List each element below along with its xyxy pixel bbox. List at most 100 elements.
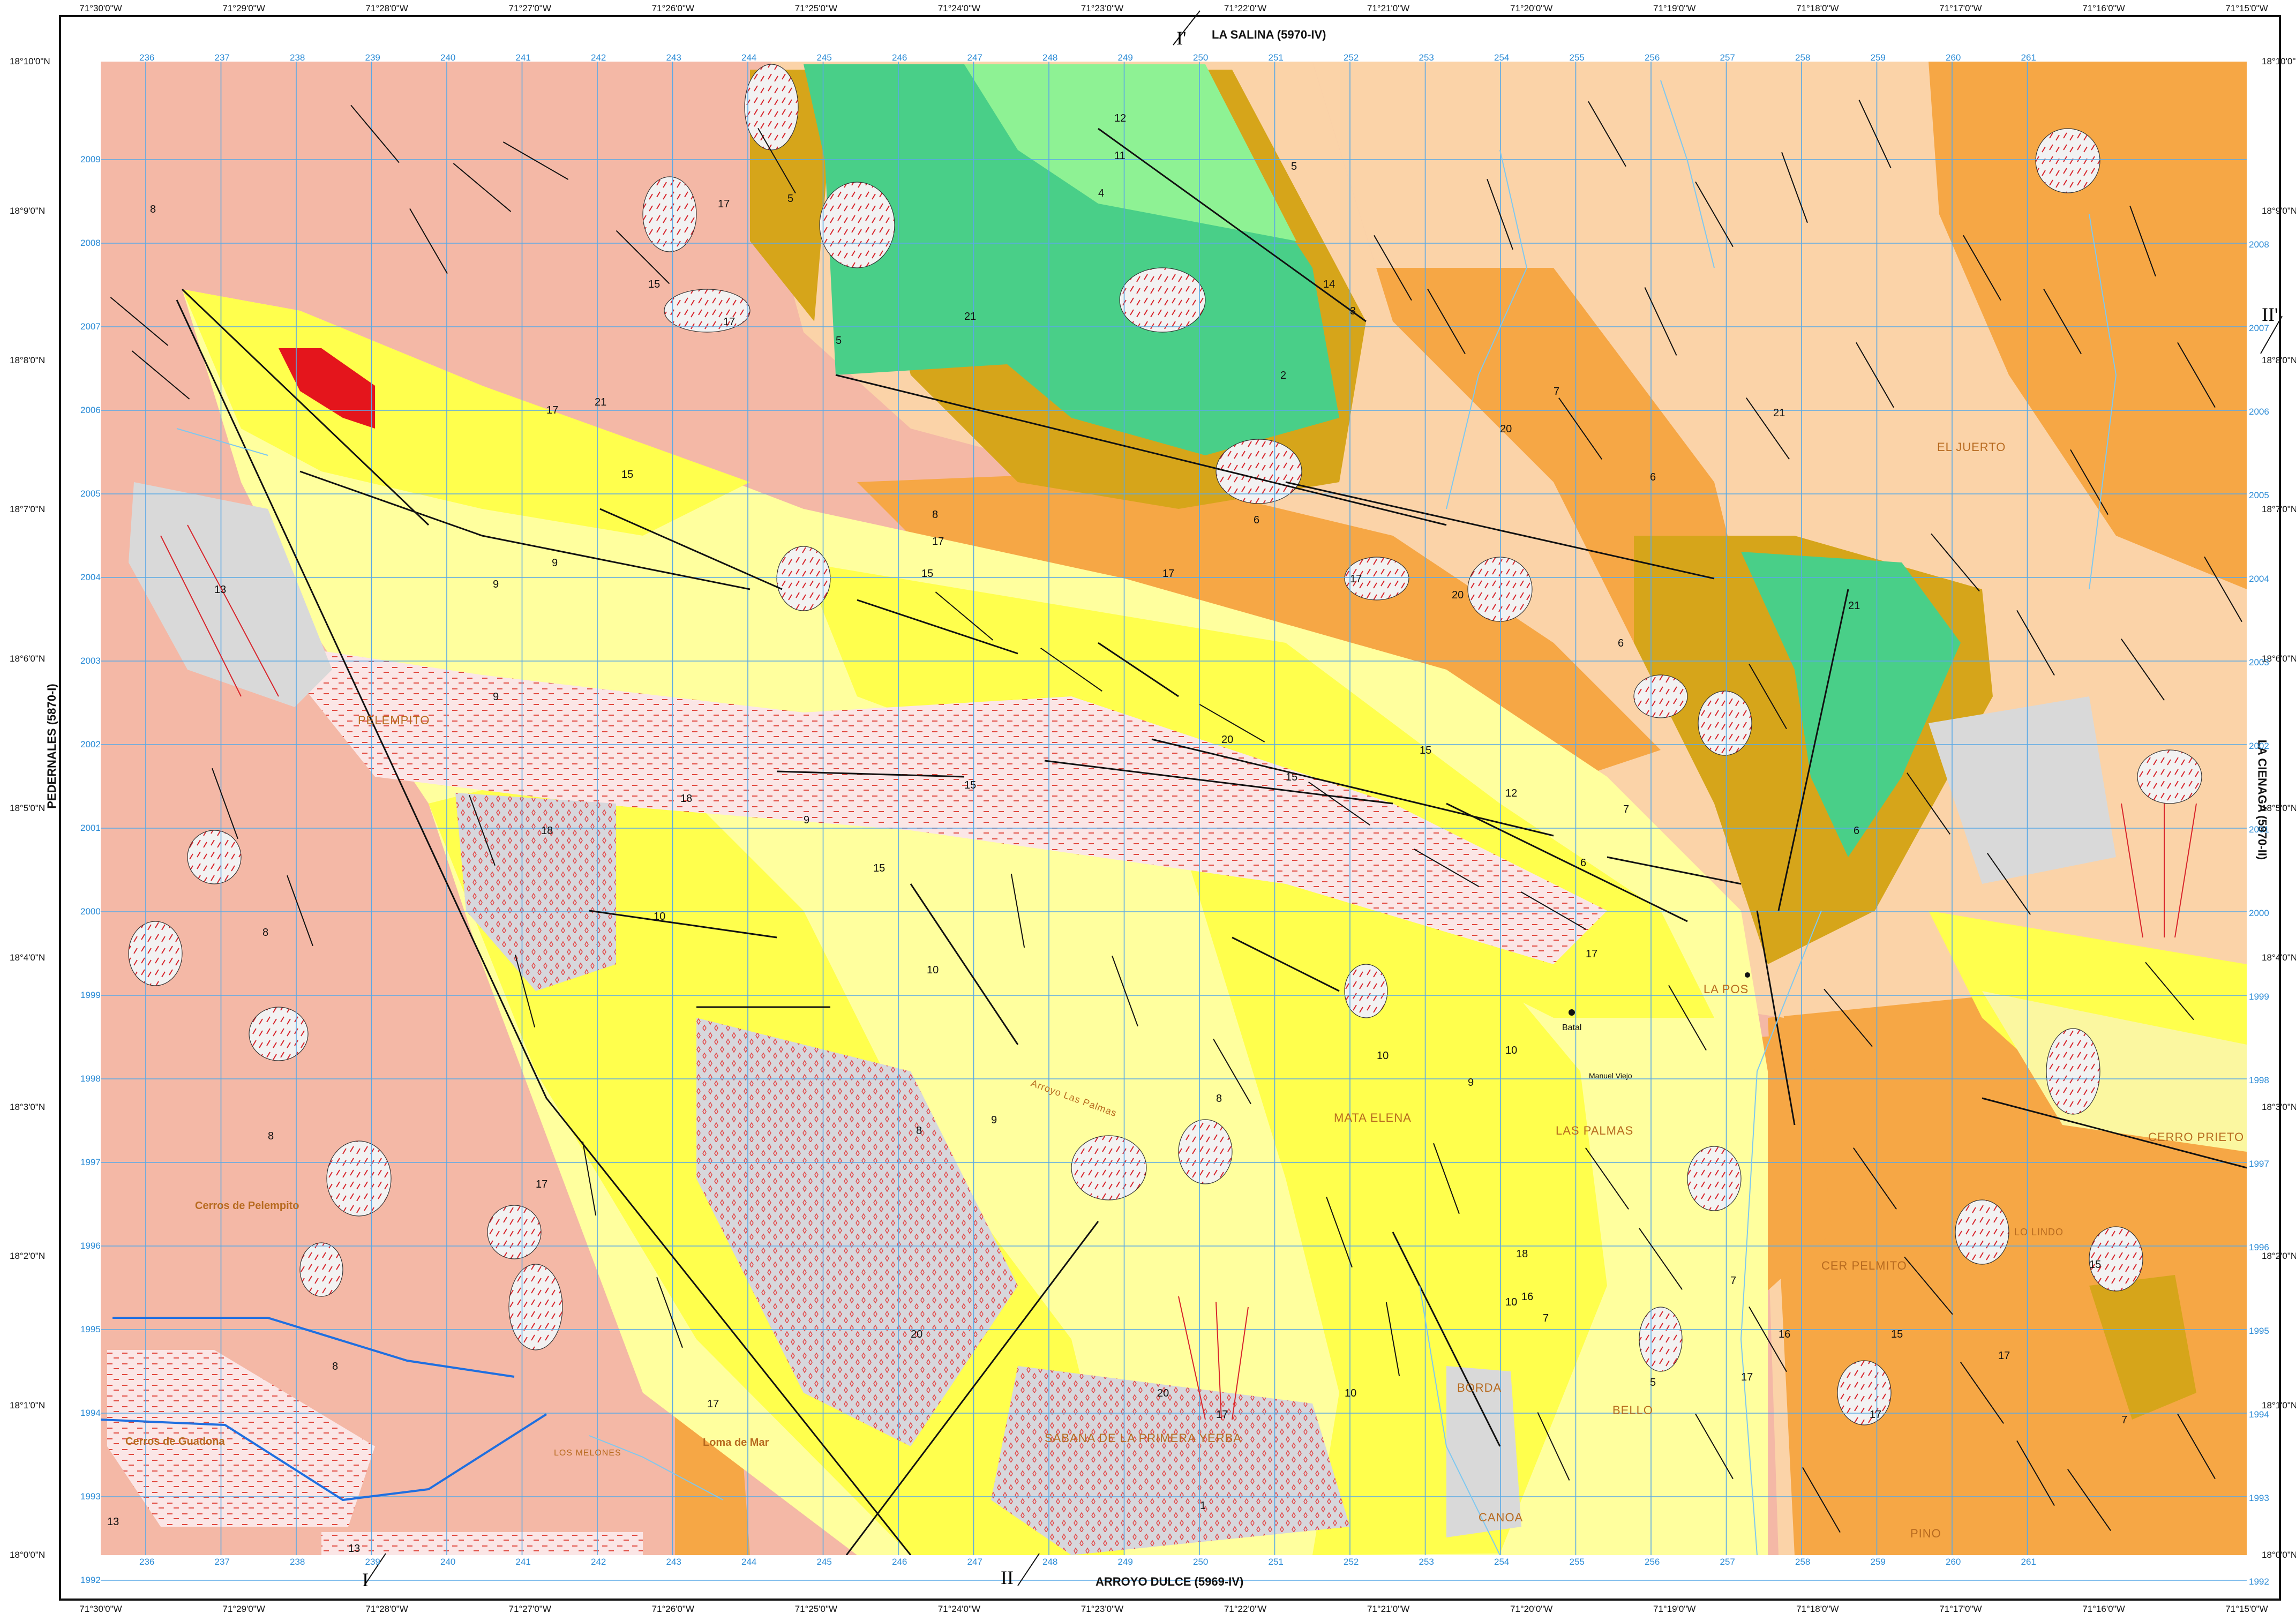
utm-x-label: 248 — [1042, 52, 1058, 63]
place-loma: Loma de Mar — [703, 1437, 769, 1449]
utm-x-label: 252 — [1344, 1557, 1359, 1567]
fault-trace — [1960, 1362, 2004, 1424]
utm-y-label: 2007 — [80, 321, 101, 332]
place-las-palmas: LAS PALMAS — [1556, 1124, 1634, 1137]
edge-label-left: PEDERNALES (5870-I) — [44, 684, 58, 809]
geologic-unit-label: 15 — [1286, 771, 1298, 783]
geologic-unit-label: 7 — [1623, 804, 1630, 815]
fault-trace — [2067, 1469, 2111, 1531]
utm-x-label: 238 — [290, 1557, 305, 1567]
fault-trace — [1963, 235, 2001, 301]
geologic-unit-label: 17 — [546, 404, 559, 416]
fault-trace — [1987, 853, 2031, 915]
fault-trace — [1213, 1038, 1251, 1105]
fault-trace — [409, 208, 448, 274]
utm-y-label: 1994 — [2249, 1409, 2269, 1420]
geologic-unit-label: 17 — [1870, 1409, 1882, 1421]
geologic-unit-label: 9 — [1468, 1077, 1474, 1089]
geologic-unit-label: 8 — [332, 1361, 339, 1372]
latitude-label: 18°2'0"N — [10, 1251, 46, 1262]
fault-trace — [1904, 1256, 1953, 1315]
geologic-unit-label: 9 — [991, 1114, 997, 1126]
fault-trace — [1644, 287, 1677, 356]
fault-trace — [2016, 610, 2055, 676]
longitude-label: 71°18'0"W — [1796, 1604, 1839, 1614]
utm-x-label: 245 — [816, 52, 832, 63]
fault-trace — [1520, 891, 1587, 930]
geologic-unit-label: 17 — [707, 1398, 719, 1410]
geologic-unit-label: 21 — [595, 396, 607, 408]
geologic-unit-label: 20 — [1221, 734, 1234, 746]
utm-x-label: 256 — [1645, 52, 1660, 63]
geologic-unit-label: 6 — [1618, 637, 1624, 649]
utm-y-label: 1998 — [2249, 1075, 2269, 1086]
longitude-label: 71°26'0"W — [651, 3, 694, 13]
fault-trace — [1374, 235, 1412, 301]
fault-trace — [1585, 1147, 1629, 1210]
edge-label-right: LA CIENAGA (5970-II) — [2255, 739, 2269, 860]
place-lo-lindo: LO LINDO — [2014, 1227, 2064, 1237]
longitude-label: 71°23'0"W — [1081, 1604, 1124, 1614]
fault-trace — [1427, 288, 1466, 355]
latitude-label: 18°5'0"N — [2262, 803, 2296, 813]
longitude-label: 71°27'0"W — [508, 1604, 551, 1614]
utm-y-label: 2002 — [2249, 741, 2269, 752]
longitude-label: 71°16'0"W — [2082, 3, 2125, 13]
fault-trace — [469, 794, 496, 866]
utm-y-label: 2004 — [80, 572, 101, 582]
longitude-label: 71°23'0"W — [1081, 3, 1124, 13]
fault-trace — [2177, 342, 2216, 408]
latitude-label: 18°6'0"N — [10, 654, 46, 664]
utm-x-label: 236 — [139, 1557, 155, 1567]
latitude-label: 18°7'0"N — [10, 504, 46, 515]
longitude-label: 71°25'0"W — [794, 3, 838, 13]
geologic-unit-label: 7 — [1554, 386, 1560, 397]
fault-trace — [616, 230, 670, 284]
geologic-unit-label: 17 — [1350, 573, 1362, 585]
utm-x-label: 237 — [214, 52, 230, 63]
fault-trace — [1749, 663, 1787, 730]
fault-trace — [2043, 288, 2082, 355]
utm-y-label: 1996 — [80, 1241, 101, 1251]
geologic-unit-label: 6 — [1854, 825, 1860, 837]
geologic-unit-label: 10 — [654, 911, 666, 922]
geologic-unit-label: 15 — [964, 779, 977, 791]
fault-trace — [1781, 152, 1808, 223]
geologic-unit-label: 17 — [1998, 1350, 2010, 1362]
geologic-unit-label: 7 — [2121, 1414, 2128, 1426]
latitude-label: 18°2'0"N — [2262, 1251, 2296, 1262]
geologic-unit-label: 15 — [921, 568, 934, 580]
utm-y-label: 1992 — [80, 1575, 101, 1585]
utm-x-label: 248 — [1042, 1557, 1058, 1567]
fault-trace — [350, 104, 400, 163]
geologic-unit-label: 21 — [1848, 600, 1860, 612]
utm-y-label: 2008 — [80, 238, 101, 248]
geologic-unit-label: 4 — [1098, 187, 1105, 199]
utm-x-label: 255 — [1569, 1557, 1585, 1567]
geologic-unit-label: 17 — [932, 536, 944, 547]
place-pino: PINO — [1910, 1527, 1941, 1540]
latitude-label: 18°9'0"N — [2262, 205, 2296, 216]
place-cer-pelmito: CER PELMITO — [1821, 1259, 1907, 1272]
geologic-unit-label: 18 — [541, 825, 553, 837]
fault-trace — [1695, 181, 1734, 247]
longitude-label: 71°20'0"W — [1510, 3, 1553, 13]
fault-trace — [2129, 205, 2156, 277]
utm-x-label: 253 — [1419, 1557, 1434, 1567]
geologic-unit-label: 17 — [536, 1179, 548, 1190]
longitude-label: 71°22'0"W — [1224, 1604, 1267, 1614]
geologic-unit-label: 10 — [1377, 1050, 1389, 1062]
geologic-unit-label: 12 — [1114, 112, 1127, 124]
place-pelempito: PELEMPITO — [358, 714, 430, 727]
utm-x-label: 253 — [1419, 52, 1434, 63]
utm-x-label: 246 — [892, 1557, 907, 1567]
section-mark-ii-prime: II' — [2262, 304, 2278, 325]
geologic-unit-label: 3 — [1350, 305, 1356, 317]
latitude-label: 18°3'0"N — [2262, 1101, 2296, 1112]
section-mark-ii: II — [1001, 1567, 1014, 1588]
fault-trace — [1588, 101, 1626, 167]
place-el-juerto: EL JUERTO — [1937, 440, 2006, 454]
geologic-unit-label: 21 — [1773, 407, 1785, 419]
utm-x-label: 260 — [1946, 52, 1961, 63]
